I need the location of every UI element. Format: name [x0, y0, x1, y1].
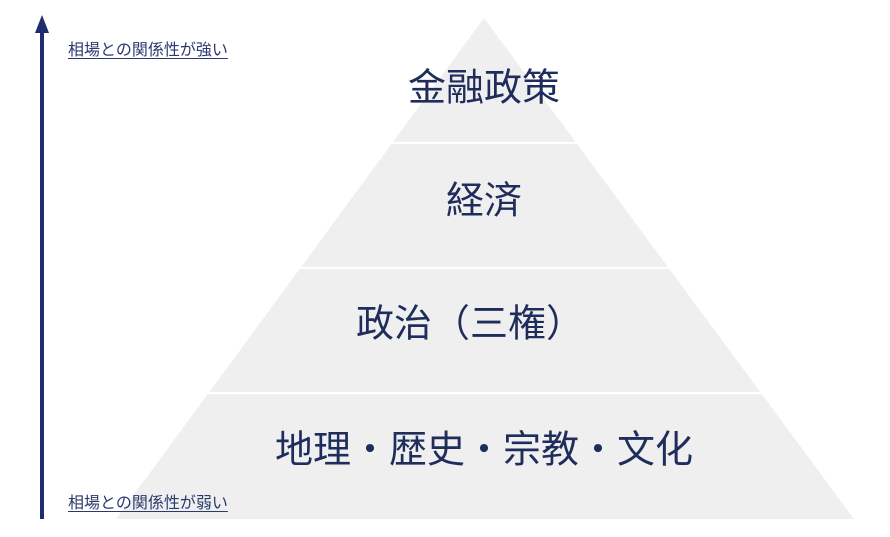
tier-label-monetary-policy: 金融政策: [408, 66, 560, 110]
tier-label-economy: 経済: [446, 179, 522, 223]
arrow-head-icon: [35, 15, 49, 33]
weak-relevance-label: 相場との関係性が弱い: [68, 493, 228, 512]
strong-relevance-label: 相場との関係性が強い: [68, 40, 228, 59]
relevance-arrow: [35, 15, 49, 519]
tier-label-politics: 政治（三権）: [356, 302, 584, 346]
tier-label-culture: 地理・歴史・宗教・文化: [275, 428, 693, 472]
pyramid: 金融政策 経済 政治（三権） 地理・歴史・宗教・文化: [116, 18, 854, 519]
